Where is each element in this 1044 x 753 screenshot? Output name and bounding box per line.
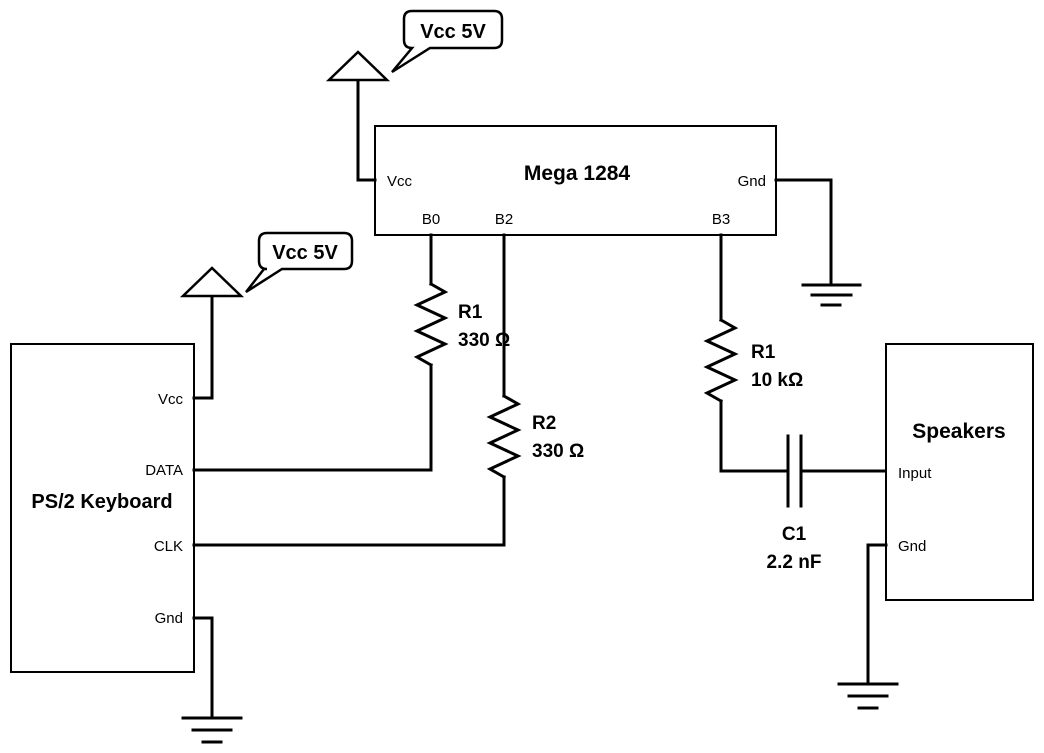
mcu-ground [774,178,862,307]
keyboard-pin-data: DATA [145,462,183,479]
keyboard-pin-gnd: Gnd [155,610,183,627]
c-audio-name: C1 [782,524,807,545]
r-clk-value: 330 Ω [532,441,584,462]
mcu-gnd-wire [774,178,833,287]
speakers-box [885,343,1034,601]
keyboard-block: PS/2 Keyboard Vcc DATA CLK Gnd [10,343,195,673]
r-data-value: 330 Ω [458,330,510,351]
mcu-block: Mega 1284 Vcc Gnd B0 B2 B3 [374,125,777,236]
keyboard-title: PS/2 Keyboard [31,491,172,513]
keyboard-gnd-wire [192,616,214,720]
speakers-pin-input: Input [898,465,932,482]
mcu-pin-b2: B2 [495,211,513,228]
mcu-vcc-label: Vcc 5V [420,21,486,43]
r-clk-resistor [486,393,522,480]
keyboard-vcc-wire [192,294,214,400]
keyboard-vcc-label: Vcc 5V [272,242,338,264]
r-clk-name: R2 [532,413,556,434]
mcu-vcc-wire [356,78,377,182]
clk-wire [192,475,506,547]
data-line: R1 330 Ω [192,233,510,472]
keyboard-ground [181,616,243,744]
keyboard-box [10,343,195,673]
c-audio-value: 2.2 nF [767,552,822,573]
speakers-block: Speakers Input Gnd [885,343,1034,601]
mcu-vcc-callout [391,9,504,74]
audio-wire-1 [719,399,790,473]
r-data-resistor [413,281,449,368]
mcu-vcc-supply: Vcc 5V [325,9,504,182]
mcu-pin-b3: B3 [712,211,730,228]
mcu-pin-vcc: Vcc [387,173,413,190]
mcu-vcc-triangle [325,50,391,82]
keyboard-vcc-supply: Vcc 5V [179,231,354,400]
keyboard-vcc-triangle [179,266,245,298]
r-audio-value: 10 kΩ [751,370,803,391]
speakers-title: Speakers [912,420,1005,443]
data-wire [192,363,433,472]
audio-line: R1 10 kΩ C1 2.2 nF [703,233,888,573]
clk-line: R2 330 Ω [192,233,584,547]
mcu-box [374,125,777,236]
mcu-pin-gnd: Gnd [738,173,766,190]
r-audio-resistor [703,317,739,404]
r-data-name: R1 [458,302,483,323]
speakers-gnd-wire [866,543,888,686]
keyboard-vcc-callout [245,231,354,294]
speakers-ground [837,543,899,710]
speakers-pin-gnd: Gnd [898,538,926,555]
r-audio-name: R1 [751,342,776,363]
mcu-title: Mega 1284 [524,162,631,185]
keyboard-pin-clk: CLK [154,538,183,555]
keyboard-pin-vcc: Vcc [158,391,184,408]
mcu-pin-b0: B0 [422,211,440,228]
